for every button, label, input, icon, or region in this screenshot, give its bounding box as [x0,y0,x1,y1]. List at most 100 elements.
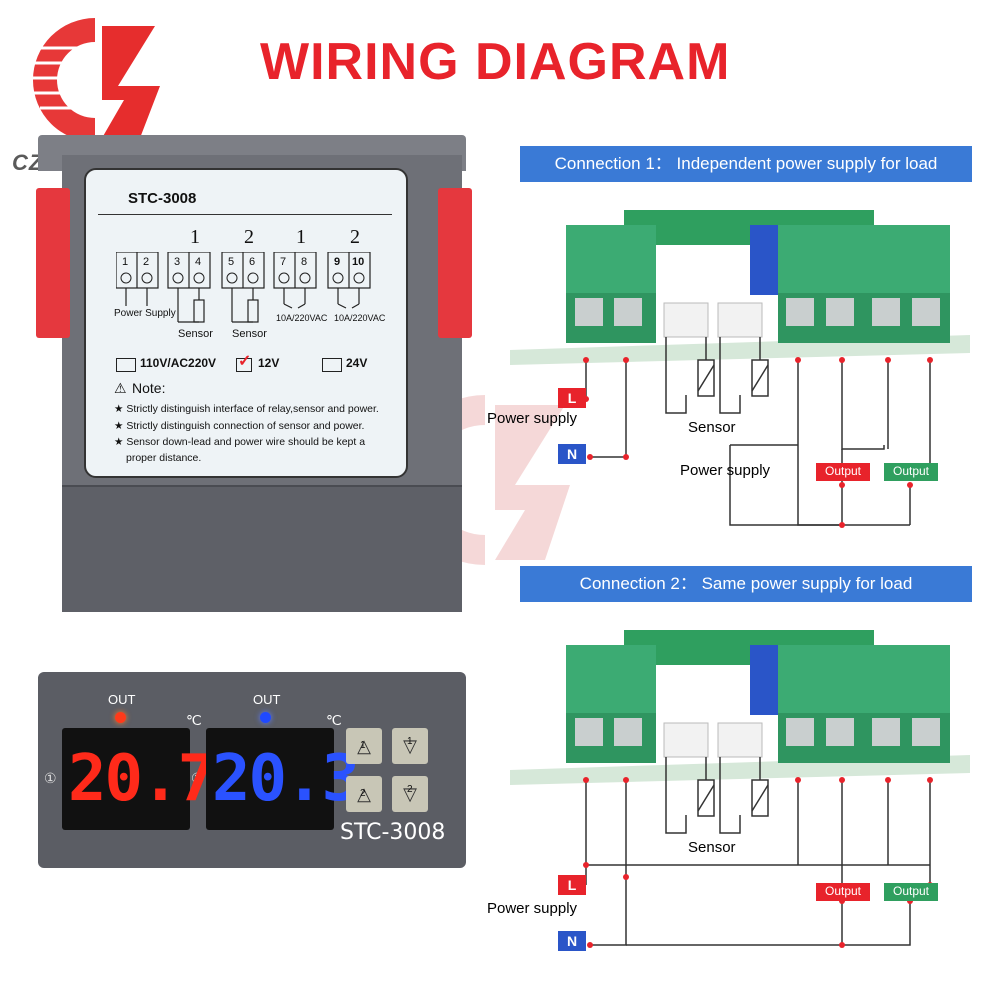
terminal-block-right-2-2 [866,645,950,763]
power-supply-label-1b: Power supply [680,462,771,479]
out-led-blue [260,712,271,723]
terminal-num-3: 3 [174,256,181,268]
output-red-badge-2 [816,883,870,901]
note-line-4: proper distance. [126,452,202,464]
unit-label-2: ℃ [326,712,342,728]
button-2-down[interactable]: ▽ [392,776,428,812]
right-mount-clip [438,188,472,338]
terminal-label-card: STC-3008 1 2 1 2 [84,168,408,478]
sensor-label-1: Sensor [178,328,213,340]
terminal-block-left [566,225,656,343]
terminal-diagram [116,252,371,323]
wiring-diagram-1 [510,210,970,528]
L-badge-2 [558,875,586,895]
group-number-1: 1 [190,226,200,248]
N-badge-1 [558,444,586,464]
terminal-num-5: 5 [228,256,235,268]
terminal-num-2: 2 [143,256,150,268]
sensor-connectors-2 [663,722,763,758]
output-red-badge-1 [816,463,870,481]
display-1: 20.7 [62,728,216,830]
terminal-num-9: 9 [334,256,341,268]
terminal-num-6: 6 [249,256,256,268]
button-1-down[interactable]: ▽ [392,728,428,764]
wiring-diagram-2 [510,630,970,951]
checkmark-icon: ✓ [238,353,252,370]
terminal-num-1: 1 [122,256,129,268]
terminal-num-4: 4 [195,256,202,268]
relay-rating-2: 10A/220VAC [334,313,386,323]
out-label-2: OUT [253,692,281,707]
terminal-num-10: 10 [352,256,365,268]
voltage-option-3: 24V [346,356,368,370]
sensors-1 [697,359,769,397]
group-number-4: 2 [350,226,360,248]
controller-front: OUT OUT ℃ ℃ ① ② 20.7 20.3 △ 1 ▽ 1 △ 2 ▽ … [38,672,466,868]
sensor-label-d2: Sensor [688,839,736,856]
N-label-1: N [566,446,578,462]
warning-icon: ⚠ [114,380,127,396]
output-green-badge-2 [884,883,938,901]
output-green-label-2: Output [892,884,930,898]
output-green-label-1: Output [892,464,930,478]
button-1-down-glyph: 1 [407,736,413,747]
voltage-checkbox-1 [116,358,136,372]
sensors-2 [697,779,769,817]
unit-label-1: ℃ [186,712,202,728]
voltage-checkbox-3 [322,358,342,372]
brand-logo [32,17,160,142]
controller-bottom [62,485,462,612]
output-green-badge-1 [884,463,938,481]
group-number-2: 2 [244,226,254,248]
out-label-1: OUT [108,692,136,707]
group-number-3: 1 [296,226,306,248]
connection-2-header: Connection 2： Same power supply for load [520,566,972,602]
wire-dots-1 [583,357,933,528]
page-title: WIRING DIAGRAM [260,33,731,91]
note-line-1: ★ Strictly distinguish interface of rela… [114,403,379,415]
power-supply-label-2: Power supply [487,900,578,917]
relay-rating-1: 10A/220VAC [276,313,328,323]
button-1-up-glyph: 1 [360,740,366,751]
power-supply-label: Power Supply [114,308,176,319]
out-led-red [115,712,126,723]
pcb-relay [750,225,778,295]
button-1-up[interactable]: △ [346,728,382,764]
L-label-2: L [567,877,577,893]
button-2-down-glyph: 2 [407,784,413,795]
channel-mark-2: ② [191,770,204,786]
sensor-label-2: Sensor [232,328,267,340]
terminal-block-right-2 [866,225,950,343]
button-2-up[interactable]: △ [346,776,382,812]
note-title: Note: [132,380,166,396]
terminal-num-7: 7 [280,256,287,268]
display-2-value: 20.3 [212,742,360,816]
voltage-option-1: 110V/AC220V [140,356,217,370]
voltage-option-2: 12V [258,356,280,370]
display-1-value: 20.7 [68,742,216,816]
label-divider [98,214,392,215]
left-mount-clip [36,188,70,338]
terminal-block-right-1 [778,225,866,343]
terminal-block-right-1-2 [778,645,866,763]
channel-mark-1: ① [44,770,57,786]
sensor-connectors [663,302,763,338]
output-red-label-1: Output [824,464,862,478]
note-line-2: ★ Strictly distinguish connection of sen… [114,420,365,432]
display-2: 20.3 [206,728,360,830]
label-model: STC-3008 [128,190,197,207]
terminal-num-8: 8 [301,256,308,268]
N-label-2: N [566,933,578,949]
power-supply-label-1: Power supply [487,410,578,427]
front-model-label: STC-3008 [340,820,446,845]
L-badge-1 [558,388,586,408]
button-2-up-glyph: 2 [360,788,366,799]
terminal-block-left-2 [566,645,656,763]
sensor-label-d1: Sensor [688,419,736,436]
note-line-3: ★ Sensor down-lead and power wire should… [114,436,366,448]
N-badge-2 [558,931,586,951]
voltage-checkbox-2 [236,358,252,372]
connection-1-header: Connection 1： Independent power supply f… [520,146,972,182]
output-red-label-2: Output [824,884,862,898]
L-label-1: L [567,390,577,406]
